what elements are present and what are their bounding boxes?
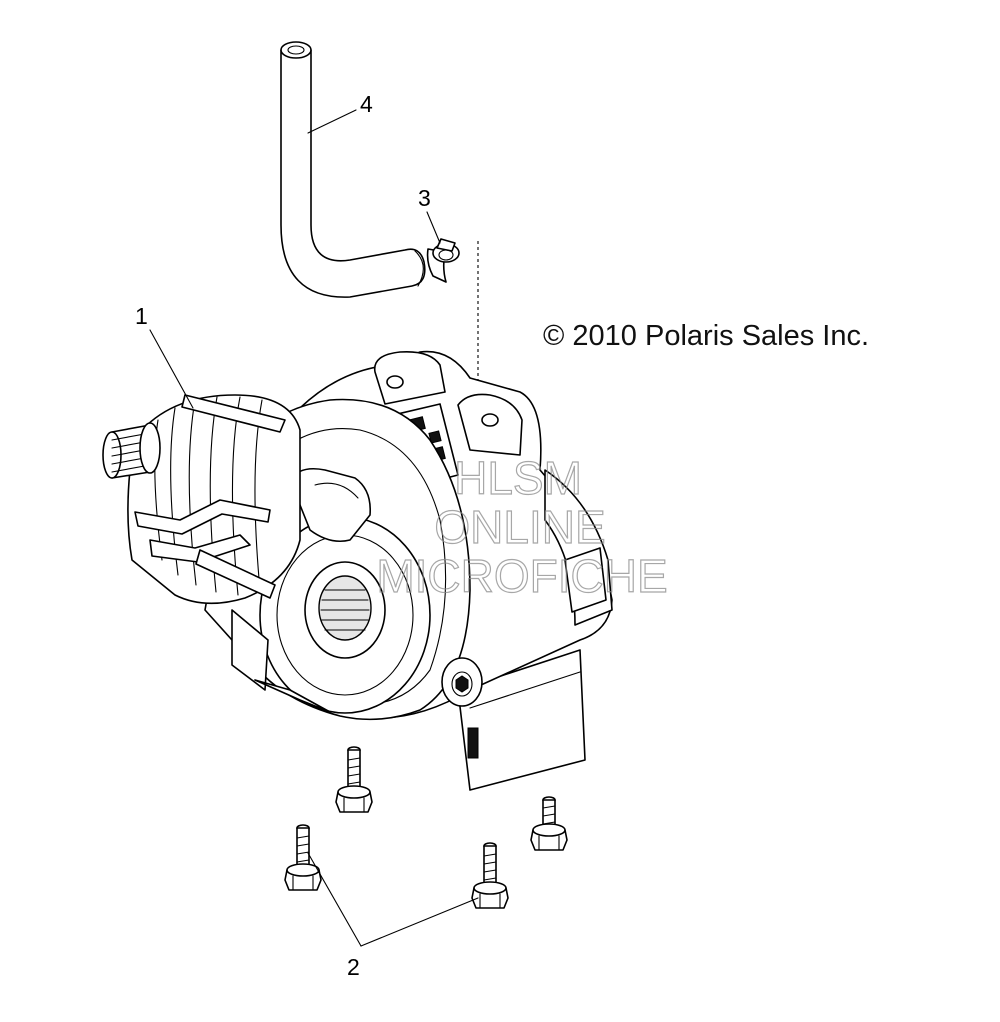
copyright-text: © 2010 Polaris Sales Inc. — [543, 320, 869, 352]
callout-1: 1 — [135, 303, 148, 329]
leader-line-2b — [360, 897, 479, 947]
leader-line-1 — [149, 329, 194, 409]
bolt-icon — [335, 746, 373, 813]
bolt-icon — [530, 796, 568, 851]
hose-clamp-icon — [426, 238, 460, 283]
vent-hose-icon — [280, 41, 426, 298]
watermark-line-2: ONLINE — [434, 501, 605, 553]
callout-4: 4 — [360, 91, 373, 117]
callout-2: 2 — [347, 954, 360, 980]
leader-line-2a — [307, 852, 362, 947]
watermark-line-3: MICROFICHE — [376, 550, 667, 602]
bolt-icon — [284, 824, 322, 891]
callout-3: 3 — [418, 185, 431, 211]
watermark-line-1: HLSM — [454, 452, 582, 504]
bolt-icon — [471, 842, 509, 909]
leader-line-4 — [307, 109, 357, 134]
gearcase-icon — [102, 350, 613, 791]
leader-line-3 — [426, 211, 441, 244]
